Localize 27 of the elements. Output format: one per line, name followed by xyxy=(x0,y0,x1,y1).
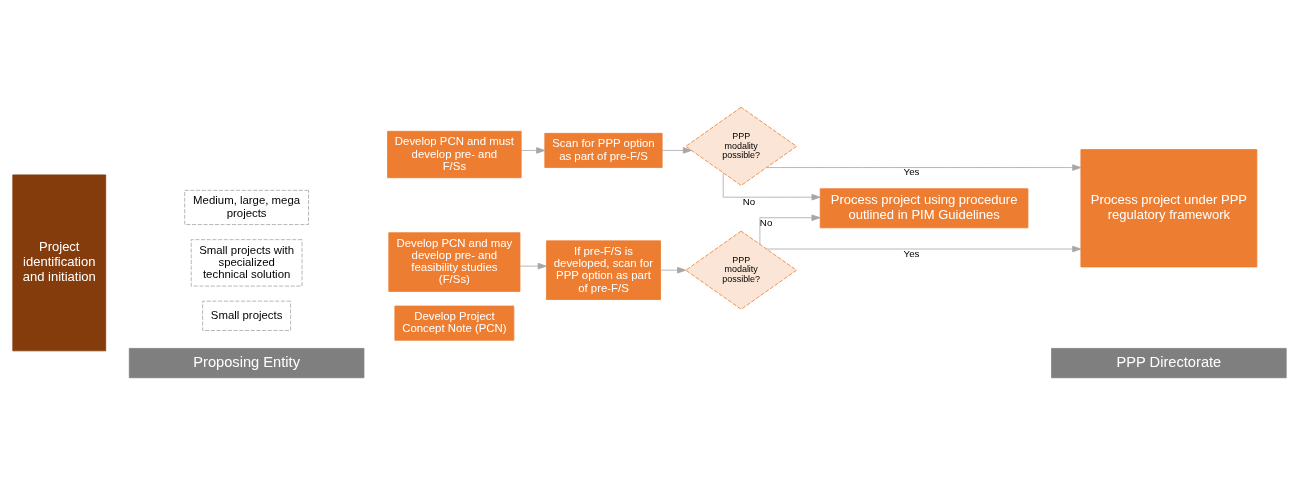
node-box: Small projects with specialized technical solution xyxy=(190,238,303,286)
edge-label: No xyxy=(742,195,756,207)
node-box: Proposing Entity xyxy=(128,347,365,378)
node-diamond: PPP modality possible? xyxy=(685,106,797,186)
node-box: Process project using procedure outlined in PIM Guidelines xyxy=(819,187,1029,228)
node-box: Process project under PPP regulatory framework xyxy=(1080,148,1258,267)
arrow xyxy=(766,245,1082,252)
node-box: Project identification and initiation xyxy=(12,173,107,351)
node-box: Medium, large, mega projects xyxy=(184,189,309,225)
node-box: Scan for PPP option as part of pre-F/S xyxy=(544,132,663,168)
edge-label: Yes xyxy=(903,247,920,259)
arrow xyxy=(660,266,687,273)
node-box: Develop Project Concept Note (PCN) xyxy=(394,305,515,341)
arrow xyxy=(661,146,692,154)
arrow xyxy=(759,213,821,245)
edge-label: Yes xyxy=(903,165,920,177)
arrow xyxy=(519,262,547,269)
node-box: Develop PCN and may develop pre- and feasibility studies (F/Ss) xyxy=(388,231,521,292)
arrow xyxy=(722,172,821,200)
node-box: PPP Directorate xyxy=(1051,347,1287,378)
edge-label: No xyxy=(759,216,773,228)
node-box: If pre-F/S is developed, scan for PPP option as part of pre-F/S xyxy=(546,239,661,300)
arrow xyxy=(766,163,1082,171)
node-box: Develop PCN and must develop pre- and F/Ss xyxy=(387,130,522,178)
node-box: Small projects xyxy=(202,300,292,331)
arrow xyxy=(520,146,546,154)
node-diamond: PPP modality possible? xyxy=(685,230,797,310)
